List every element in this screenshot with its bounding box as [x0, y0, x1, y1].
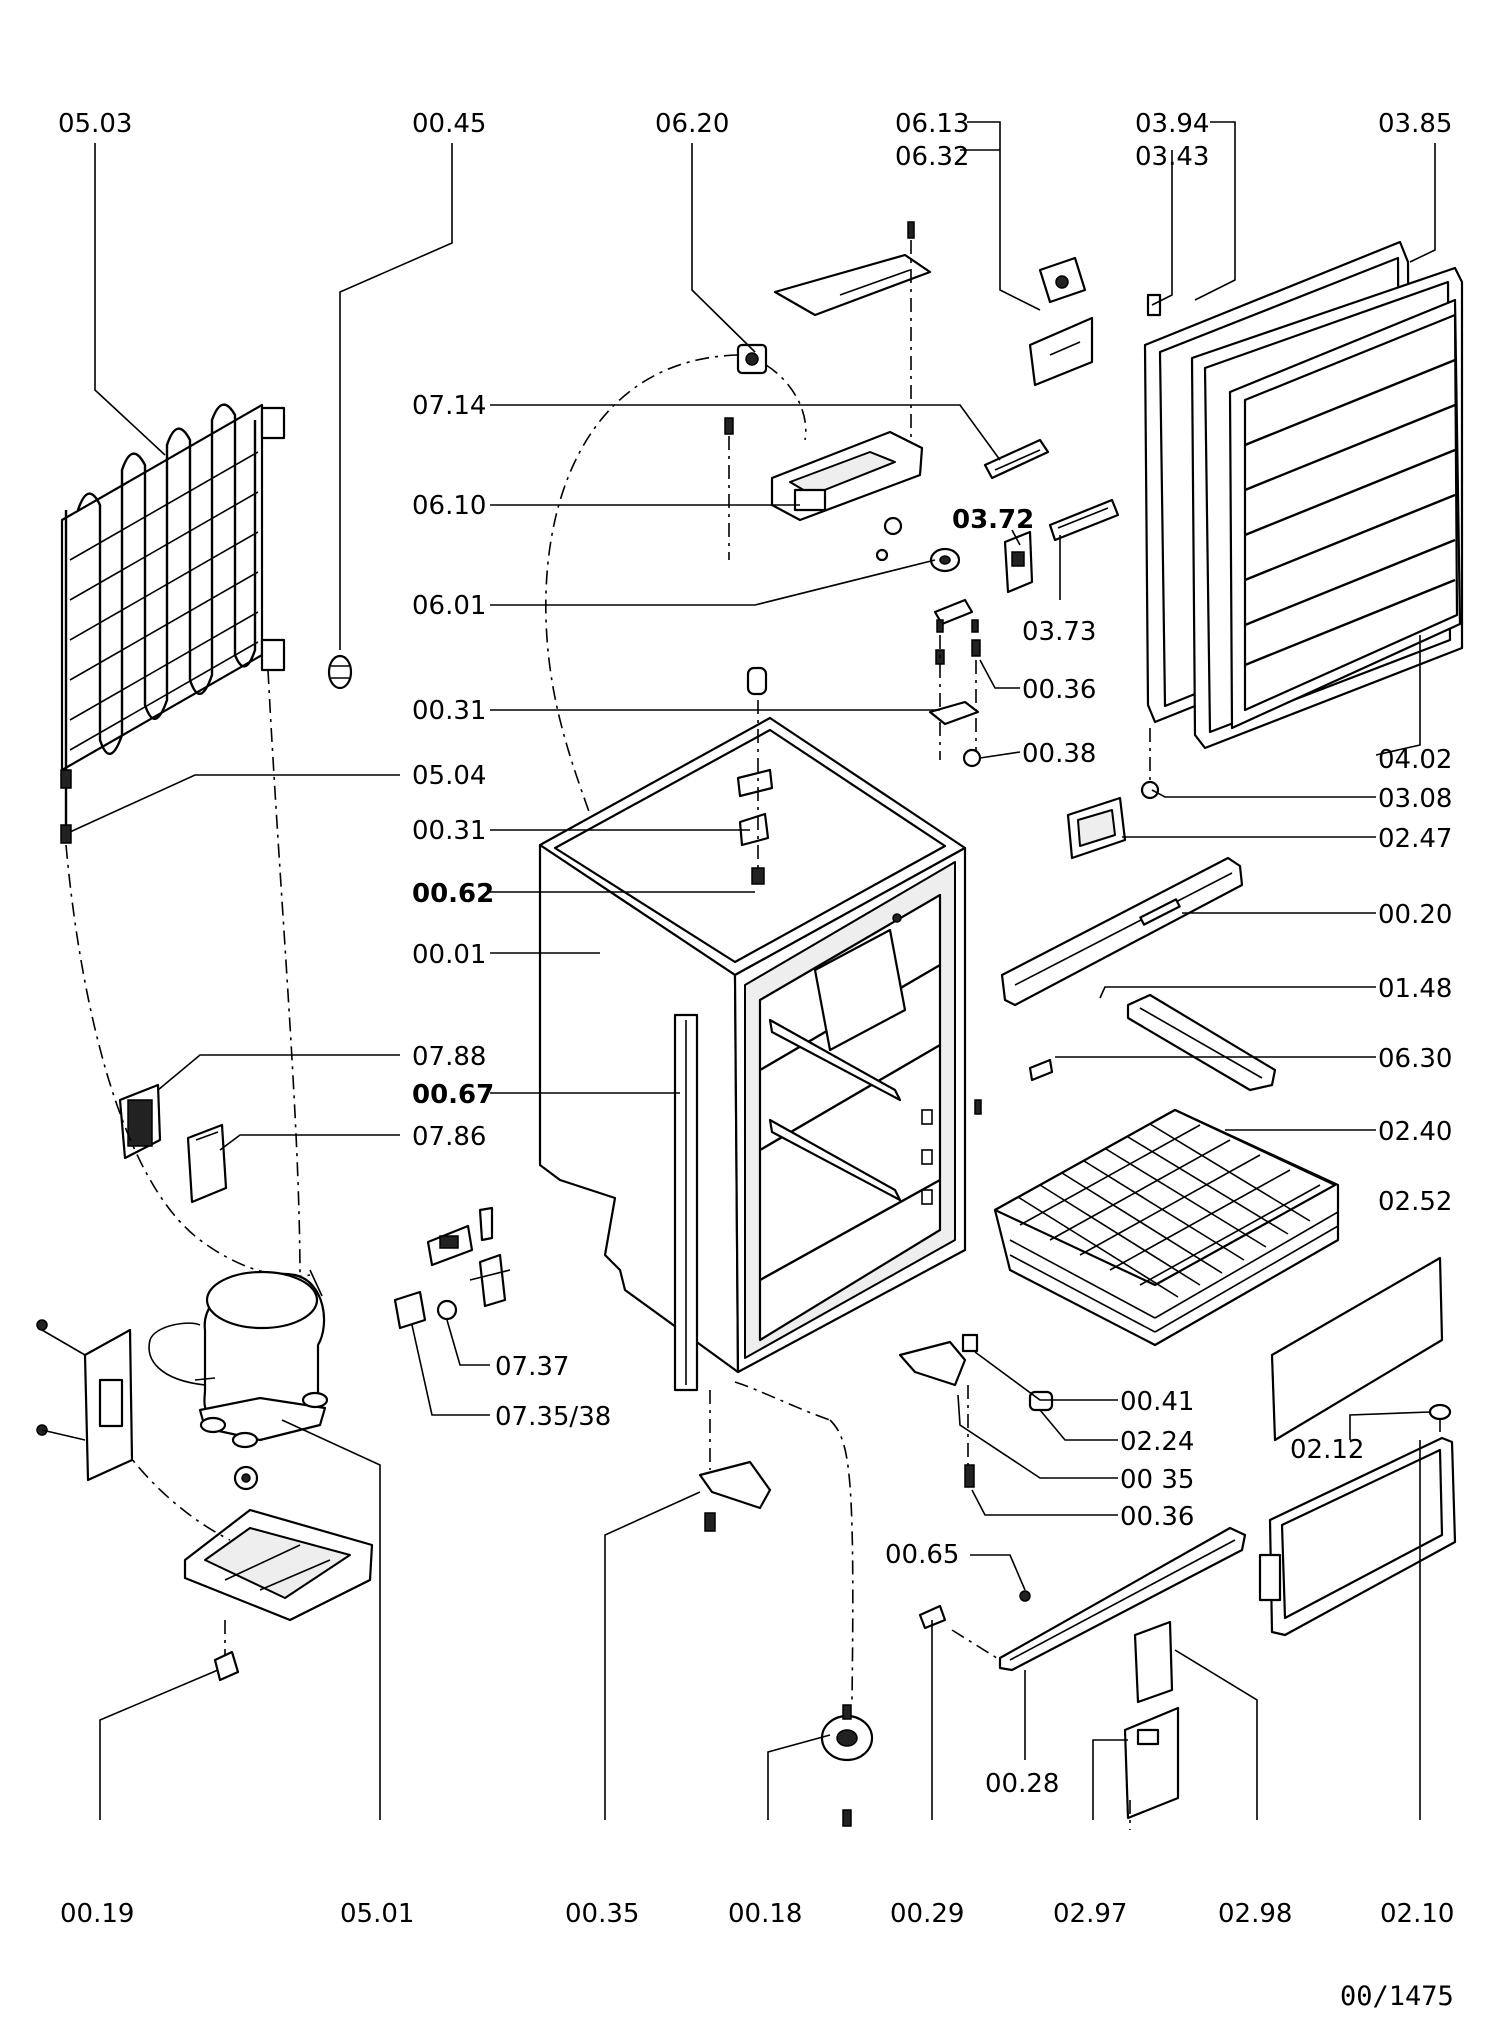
- label-00-67: 00.67: [412, 1080, 494, 1110]
- label-02-97: 02.97: [1053, 1899, 1127, 1929]
- label-03-73: 03.73: [1022, 617, 1096, 647]
- hinge-part: [1003, 498, 1120, 594]
- bottom-hinge: [698, 1390, 772, 1532]
- label-06-20: 06.20: [655, 109, 729, 139]
- label-07-14: 07.14: [412, 391, 486, 421]
- label-00-20: 00.20: [1378, 900, 1452, 930]
- label-07-88: 07.88: [412, 1042, 486, 1072]
- label-02-40: 02.40: [1378, 1117, 1452, 1147]
- bottom-flap-door: [1258, 1403, 1457, 1637]
- label-03-85: 03.85: [1378, 109, 1452, 139]
- shelf-rail: [1126, 993, 1277, 1092]
- label-07-86: 07.86: [412, 1122, 486, 1152]
- label-07-35-38: 07.35/38: [495, 1402, 611, 1432]
- label-00-35-bottom: 00.35: [565, 1899, 639, 1929]
- cabinet-body: [538, 716, 982, 1421]
- label-00-35-right: 00 35: [1120, 1465, 1194, 1495]
- drain-parts: [118, 1083, 228, 1204]
- control-panel: [1066, 796, 1127, 860]
- label-00-41: 00.41: [1120, 1387, 1194, 1417]
- door-assembly: [1140, 240, 1464, 800]
- label-00-31-lower: 00.31: [412, 816, 486, 846]
- label-00-45: 00.45: [412, 109, 486, 139]
- label-00-18: 00.18: [728, 1899, 802, 1929]
- label-05-04: 05.04: [412, 761, 486, 791]
- condenser-coil: [60, 403, 286, 844]
- door-handle: [983, 438, 1050, 480]
- adjustable-foot: [820, 1419, 874, 1827]
- clip-part: [1028, 1058, 1054, 1082]
- lower-hinge-assembly: [898, 1333, 1247, 1672]
- label-05-01: 05.01: [340, 1899, 414, 1929]
- label-02-10: 02.10: [1380, 1899, 1454, 1929]
- label-02-98: 02.98: [1218, 1899, 1292, 1929]
- label-00-36-lower: 00.36: [1120, 1502, 1194, 1532]
- wire-basket: [993, 1108, 1340, 1347]
- label-00-62: 00.62: [412, 879, 494, 909]
- thermostat-part: [545, 343, 807, 921]
- label-02-12: 02.12: [1290, 1435, 1364, 1465]
- label-07-37: 07.37: [495, 1352, 569, 1382]
- hose-fittings: [393, 1206, 511, 1330]
- label-06-32: 06.32: [895, 142, 969, 172]
- label-06-10: 06.10: [412, 491, 486, 521]
- label-00-38: 00.38: [1022, 739, 1096, 769]
- label-06-01: 06.01: [412, 591, 486, 621]
- label-03-43: 03.43: [1135, 142, 1209, 172]
- label-00-65: 00.65: [885, 1540, 959, 1570]
- label-00-19: 00.19: [60, 1899, 134, 1929]
- front-trim: [1000, 856, 1244, 1007]
- label-05-03: 05.03: [58, 109, 132, 139]
- label-06-30: 06.30: [1378, 1044, 1452, 1074]
- label-03-94: 03.94: [1135, 109, 1209, 139]
- side-bracket: [36, 1319, 134, 1482]
- cover-plate: [1270, 1256, 1444, 1442]
- grommet-part: [327, 654, 353, 690]
- label-04-02: 04.02: [1378, 745, 1452, 775]
- label-02-47: 02.47: [1378, 824, 1452, 854]
- label-00-31-upper: 00.31: [412, 696, 486, 726]
- mounting-plate: [104, 1419, 374, 1682]
- label-00-28: 00.28: [985, 1769, 1059, 1799]
- upper-hinge-assembly: [928, 598, 982, 768]
- thermostat-housing: [724, 417, 924, 562]
- label-03-72: 03.72: [952, 505, 1034, 535]
- part-labels: 05.03 00.45 06.20 06.13 06.32 03.94 03.4…: [58, 109, 1454, 2012]
- label-02-24: 02.24: [1120, 1427, 1194, 1457]
- label-01-48: 01.48: [1378, 974, 1452, 1004]
- pipe-dashes: [65, 669, 311, 1281]
- label-00-01: 00.01: [412, 940, 486, 970]
- label-06-13: 06.13: [895, 109, 969, 139]
- thermostat-knob: [929, 547, 961, 573]
- label-02-52: 02.52: [1378, 1187, 1452, 1217]
- cabinet-top-parts: [736, 666, 774, 885]
- label-00-29: 00.29: [890, 1899, 964, 1929]
- drawing-code: 00/1475: [1340, 1981, 1454, 2012]
- label-03-08: 03.08: [1378, 784, 1452, 814]
- leader-lines: [69, 121, 1436, 1820]
- label-00-36-upper: 00.36: [1022, 675, 1096, 705]
- label-plates: [1123, 1620, 1180, 1830]
- compressor: [148, 1269, 329, 1491]
- lamp-bracket: [773, 221, 1094, 450]
